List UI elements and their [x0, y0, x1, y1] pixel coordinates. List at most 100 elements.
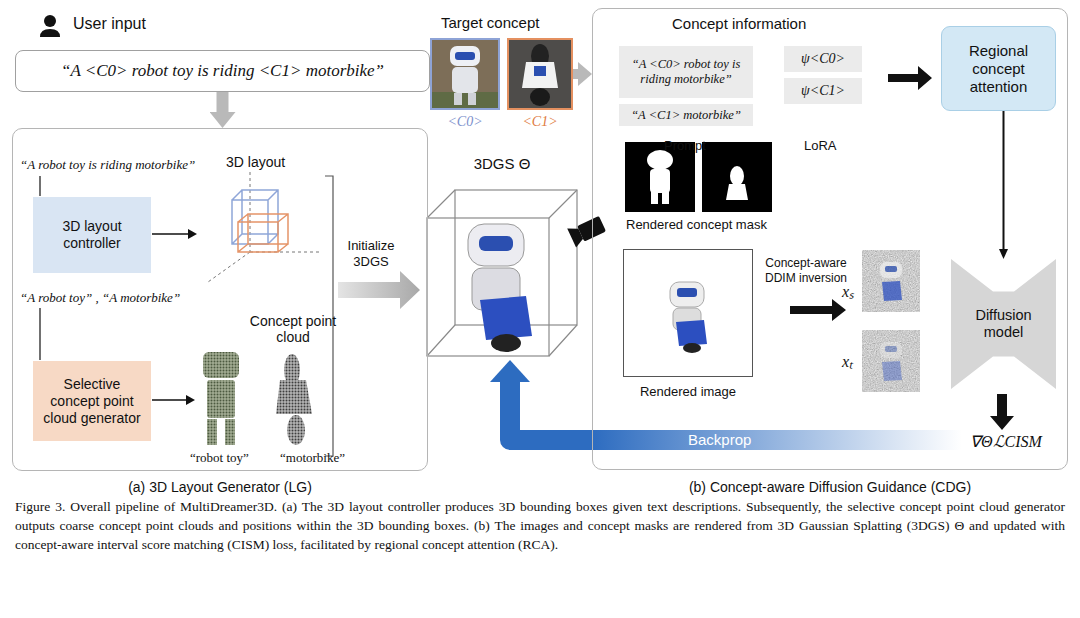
text-label: xₜ [842, 350, 853, 372]
target-photo [452, 67, 478, 93]
target-photo [468, 93, 476, 105]
target-photo [432, 40, 498, 108]
text-label: Initialize 3DGS [338, 238, 404, 270]
robot-on-motorbike [491, 334, 521, 352]
flow-arrow [188, 229, 197, 239]
node-text: Selective concept point cloud generator [33, 376, 151, 427]
3dgs-cube [427, 190, 577, 356]
target-photo [522, 62, 558, 88]
camera-icon [567, 214, 607, 247]
flow-arrow [186, 395, 195, 405]
backprop-band [592, 430, 962, 450]
target-photo [530, 88, 550, 106]
connector [1003, 111, 1005, 249]
3dgs-cube [427, 190, 577, 356]
node-text: ψ<C0> [801, 51, 845, 67]
rendered-robot [676, 320, 707, 346]
target-photo [454, 93, 462, 105]
noisy-latent [862, 330, 920, 392]
concept-mask [647, 150, 673, 170]
noisy-latent [880, 262, 902, 301]
text-label: Concept point cloud [248, 313, 338, 345]
panel: (b) Concept-aware Diffusion Guidance (CD… [592, 8, 1068, 470]
camera-icon [567, 224, 585, 247]
layout-axes [208, 252, 250, 282]
target-photo [534, 66, 546, 76]
concept-mask [726, 184, 748, 200]
noisy-latent [862, 250, 920, 312]
robot-point-cloud [203, 352, 239, 445]
flow-arrow [152, 229, 197, 405]
flow-arrow [990, 394, 1014, 430]
target-photo [509, 40, 571, 108]
flow-arrow [152, 233, 188, 235]
concept-mask [730, 166, 744, 186]
rendered-robot [677, 288, 697, 297]
user-icon [40, 29, 60, 37]
node-text: User input [73, 15, 146, 33]
concept-mask [702, 142, 772, 212]
hourglass-shape [951, 259, 1056, 389]
robot-on-motorbike [468, 224, 532, 352]
connector [217, 92, 229, 112]
motorbike-point-cloud [276, 380, 312, 414]
concept-mask [650, 169, 670, 193]
flow-arrow [888, 66, 932, 90]
node-text: 3D layout controller [33, 218, 151, 252]
node-text: ψ<C1> [801, 83, 845, 99]
text-label: Prompt [664, 138, 706, 153]
robot-on-motorbike [480, 296, 532, 340]
text-label: LoRA [804, 138, 837, 153]
bounding-box [232, 190, 278, 244]
motorbike-point-cloud [287, 415, 305, 445]
target-photo [432, 92, 498, 108]
flow-arrow [152, 399, 186, 401]
text-label: xₛ [842, 280, 854, 302]
leader-line [39, 176, 40, 196]
node-text: Rendered image [604, 384, 772, 399]
text-label: “A robot toy” , “A motorbike” [20, 290, 180, 306]
text-label: 3D layout [226, 154, 285, 170]
flow-arrow [790, 299, 846, 321]
text-label: Rendered concept mask [626, 217, 767, 232]
text-label: Target concept [441, 14, 539, 31]
attention-box: Regional concept attention [941, 26, 1056, 111]
node-text: (a) 3D Layout Generator (LG) [13, 479, 427, 495]
noisy-latent [885, 346, 897, 352]
node-text: <C1> [499, 114, 581, 130]
user-icon [40, 15, 60, 37]
leader-line [39, 308, 40, 360]
connector [573, 69, 578, 79]
process-box: Selective concept point cloud generator [33, 361, 151, 441]
bounding-box [238, 214, 288, 252]
layout-axes [250, 172, 251, 252]
node-text: Regional concept attention [942, 42, 1055, 96]
node-text: Diffusion model [951, 307, 1056, 341]
rendered-image: Rendered image [623, 249, 753, 377]
layout-axes [208, 172, 322, 282]
text-label: Concept-aware DDIM inversion [756, 256, 856, 286]
robot-point-cloud [207, 380, 235, 418]
node-text: “A <C0> robot toy is riding <C1> motorbi… [61, 61, 384, 81]
lora-box: ψ<C1> [784, 78, 862, 104]
noisy-latent [880, 342, 902, 358]
concept-mask [662, 192, 669, 204]
text-label: “robot toy” [190, 450, 249, 466]
3dgs-volume: 3DGS Θ [422, 182, 582, 360]
prompt-box: “A <C0> robot toy is riding motorbike” [619, 46, 753, 98]
node-text: “A <C1> motorbike” [631, 108, 741, 123]
node-text: <C0> [422, 114, 508, 130]
noisy-latent [882, 281, 902, 301]
input-box: User input“A <C0> robot toy is riding <C… [15, 50, 430, 92]
connector [510, 382, 592, 440]
text-label: “motorbike” [280, 450, 345, 466]
prompt-box: “A <C1> motorbike” [619, 104, 753, 126]
concept-mask [651, 192, 658, 204]
edge-label: Backprop [688, 431, 751, 449]
node-text: 3DGS Θ [422, 155, 582, 172]
robot-on-motorbike [468, 224, 524, 266]
diffusion-model: Diffusion model [951, 259, 1056, 389]
process-box: 3D layout controller [33, 197, 151, 273]
rendered-robot [683, 343, 701, 353]
